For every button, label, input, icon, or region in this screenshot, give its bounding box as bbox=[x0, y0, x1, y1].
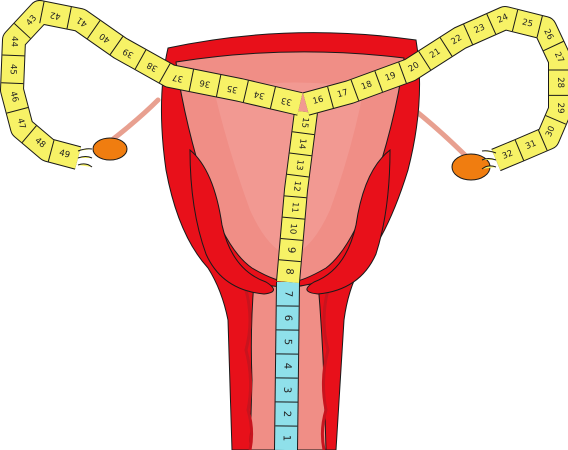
tape-label: 42 bbox=[49, 9, 62, 21]
fimbria bbox=[78, 164, 92, 167]
tape-label: 10 bbox=[287, 223, 298, 235]
tape-label: 37 bbox=[172, 72, 185, 84]
tape-label: 29 bbox=[555, 103, 565, 114]
tape-label: 6 bbox=[282, 315, 293, 322]
fimbria bbox=[482, 159, 496, 161]
tape-blue-section: 1 2 3 4 5 6 7 bbox=[275, 282, 298, 450]
tape-label: 28 bbox=[555, 77, 565, 88]
tape-label: 15 bbox=[299, 117, 310, 129]
tape-label: 45 bbox=[8, 64, 18, 75]
fimbria bbox=[78, 157, 92, 159]
tape-label: 1 bbox=[281, 435, 292, 442]
tape-label: 44 bbox=[9, 36, 19, 47]
right-ovarian-ligament bbox=[412, 108, 470, 160]
tape-label: 9 bbox=[285, 246, 297, 253]
tape-label: 36 bbox=[199, 77, 212, 89]
tape-label: 14 bbox=[296, 138, 307, 150]
tape-label: 3 bbox=[281, 387, 292, 394]
tape-label: 35 bbox=[226, 83, 239, 95]
tape-label: 4 bbox=[281, 363, 292, 370]
tape-label: 13 bbox=[294, 159, 305, 171]
tape-label: 2 bbox=[281, 411, 292, 418]
left-ovary bbox=[93, 138, 127, 160]
tape-label: 11 bbox=[289, 202, 300, 214]
tape-label: 7 bbox=[282, 291, 293, 298]
tape-label: 12 bbox=[291, 180, 302, 192]
tape-label: 8 bbox=[283, 268, 295, 275]
left-ovarian-ligament bbox=[112, 100, 158, 140]
tape-label: 5 bbox=[282, 339, 293, 346]
